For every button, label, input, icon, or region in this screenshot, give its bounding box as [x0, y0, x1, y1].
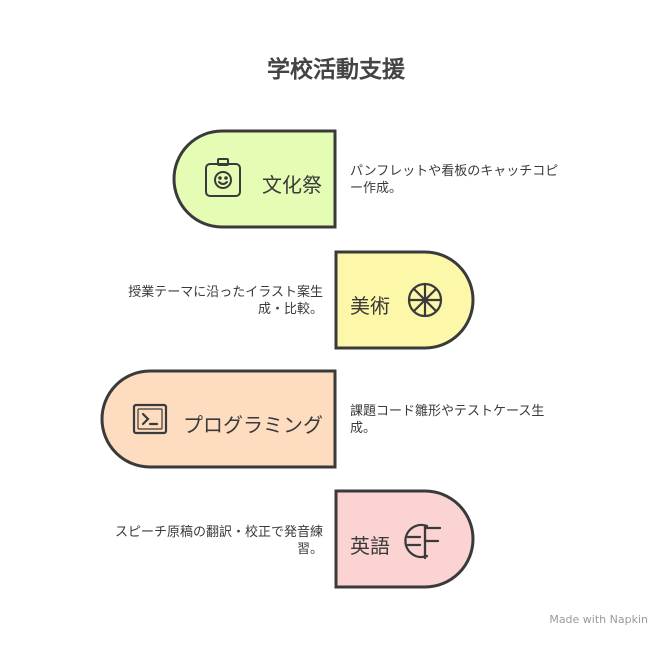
page-title: 学校活動支援: [267, 57, 405, 83]
item-programming-description: 課題コード雛形やテストケース生成。: [350, 404, 545, 436]
item-english-description: スピーチ原稿の翻訳・校正で発音練習。: [114, 525, 323, 557]
napkin-watermark: Made with Napkin: [549, 613, 648, 626]
item-programming-shape: [100, 369, 337, 469]
smiley-badge-icon: [205, 158, 241, 197]
terminal-icon: [132, 403, 168, 435]
wheel-icon: [407, 282, 443, 318]
item-culture-description: パンフレットや看板のキャッチコピー作成。: [350, 164, 559, 196]
item-art-description: 授業テーマに沿ったイラスト案生成・比較。: [128, 285, 323, 317]
item-art-label: 美術: [350, 294, 390, 318]
euro-franc-icon: [404, 523, 442, 560]
item-english-label: 英語: [350, 534, 390, 558]
item-culture-label: 文化祭: [262, 173, 322, 197]
item-programming-label: プログラミング: [183, 413, 323, 437]
item-art-shape: [334, 250, 475, 350]
watermark-text: Made with Napkin: [549, 613, 648, 626]
item-culture-shape: [172, 129, 337, 229]
